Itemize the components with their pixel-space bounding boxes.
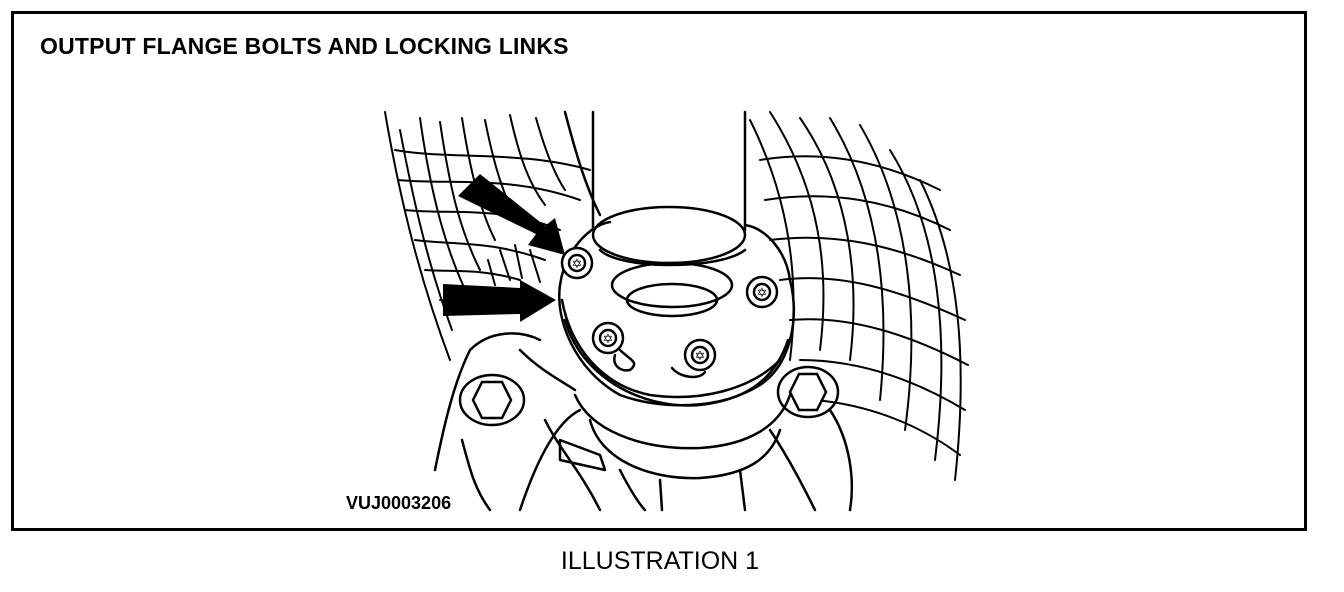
hatch-marks (487, 244, 541, 286)
locking-link-2 (670, 366, 707, 379)
figure-caption: ILLUSTRATION 1 (560, 547, 760, 575)
housing-mesh-right (749, 111, 969, 481)
lower-housing (433, 332, 854, 512)
housing-bolt-left (458, 373, 526, 427)
flange-bolt-2: ✡ (745, 275, 779, 309)
illustration-frame (11, 11, 1307, 531)
arrow-flange-groove (443, 280, 556, 322)
locking-link-1 (613, 348, 636, 372)
flange-bolt-4: ✡ (683, 338, 717, 372)
output-flange (558, 220, 795, 480)
svg-text:✡: ✡ (603, 332, 614, 347)
reference-code: VUJ0003206 (346, 493, 452, 513)
arrow-upper-bolt (458, 174, 565, 255)
flange-bolt-1: ✡ (560, 246, 594, 280)
svg-text:✡: ✡ (757, 286, 768, 301)
flange-bolt-3: ✡ (591, 321, 625, 355)
svg-text:✡: ✡ (695, 349, 706, 364)
housing-bolt-right (776, 365, 840, 419)
figure-title: OUTPUT FLANGE BOLTS AND LOCKING LINKS (40, 33, 569, 59)
output-shaft (591, 110, 747, 265)
svg-text:✡: ✡ (572, 257, 583, 272)
